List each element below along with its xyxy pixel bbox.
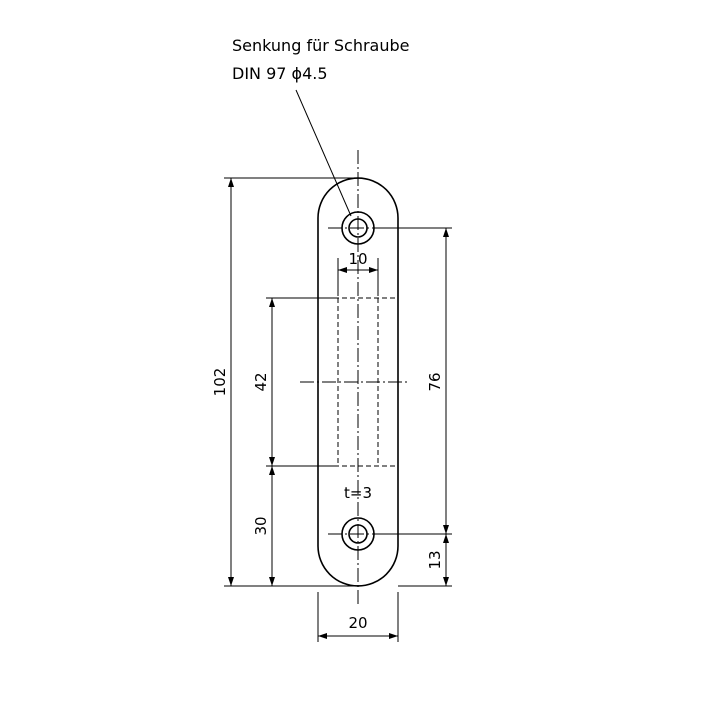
overall-length-label: 102 — [211, 368, 229, 397]
thickness-label: t=3 — [344, 484, 372, 502]
slot-length-label: 42 — [252, 372, 270, 391]
hole-spacing-label: 76 — [426, 372, 444, 391]
slot-width-label: 10 — [348, 250, 367, 268]
dimension-plate-width — [317, 592, 399, 642]
slot-offset-label: 30 — [252, 516, 270, 535]
plate-width-label: 20 — [348, 614, 367, 632]
dimension-hole-spacing — [376, 227, 452, 587]
plate-outline — [317, 177, 399, 587]
annotation-leader-line — [295, 89, 352, 217]
annotation-line-2: DIN 97 ϕ4.5 — [232, 64, 328, 83]
annotation-line-1: Senkung für Schraube — [232, 36, 410, 55]
dimension-slot-position — [266, 297, 338, 586]
dimension-slot-width — [337, 258, 379, 296]
hole-offset-label: 13 — [426, 550, 444, 569]
dimension-overall-length — [224, 177, 358, 587]
